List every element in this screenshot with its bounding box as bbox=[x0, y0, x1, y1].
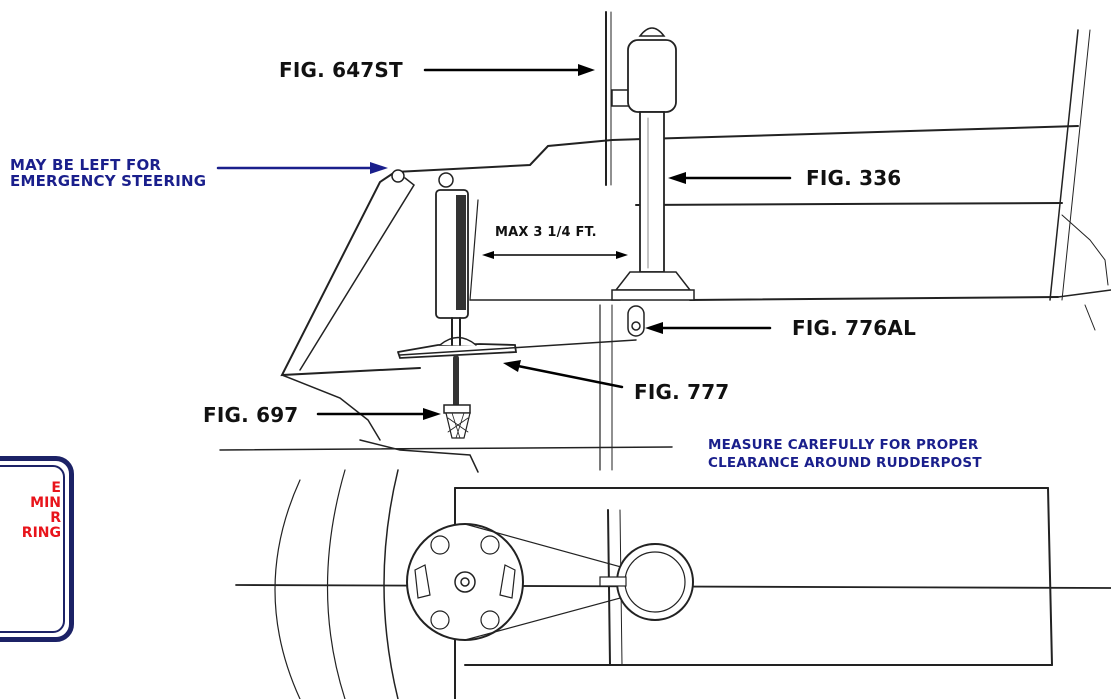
boxed-note-line: RING bbox=[21, 525, 61, 541]
boxed-note-text: E MIN R RING bbox=[1, 481, 61, 541]
fig-777-label: FIG. 777 bbox=[634, 380, 730, 404]
emergency-steering-note: MAY BE LEFT FOR EMERGENCY STEERING bbox=[10, 157, 206, 189]
boxed-note-line: E bbox=[51, 480, 61, 496]
fig-336-part bbox=[611, 27, 695, 301]
max-distance-label: MAX 3 1/4 FT. bbox=[495, 225, 597, 240]
cylinder-part bbox=[435, 172, 469, 408]
fig-647st-label: FIG. 647ST bbox=[279, 58, 403, 82]
boxed-note: E MIN R RING bbox=[0, 456, 74, 642]
fig-336-label: FIG. 336 bbox=[806, 166, 902, 190]
emergency-note-line1: MAY BE LEFT FOR bbox=[10, 156, 162, 174]
measure-note-line1: MEASURE CAREFULLY FOR PROPER bbox=[708, 437, 979, 453]
plan-view bbox=[235, 469, 1111, 699]
emergency-note-line2: EMERGENCY STEERING bbox=[10, 172, 207, 190]
fig-697-label: FIG. 697 bbox=[203, 403, 299, 427]
measure-clearance-note: MEASURE CAREFULLY FOR PROPER CLEARANCE A… bbox=[708, 436, 982, 472]
boxed-note-line: R bbox=[50, 510, 61, 526]
measure-note-line2: CLEARANCE AROUND RUDDERPOST bbox=[708, 455, 982, 471]
hull-side-view bbox=[219, 29, 1111, 473]
fig-776al-part bbox=[627, 305, 645, 337]
fig-697-part bbox=[443, 404, 471, 439]
boxed-note-inner-border bbox=[0, 465, 65, 633]
fig-776al-label: FIG. 776AL bbox=[792, 316, 917, 340]
leader-arrows bbox=[216, 64, 792, 420]
fig-647st-part bbox=[605, 11, 631, 186]
fig-777-part bbox=[397, 336, 637, 359]
boxed-note-line: MIN bbox=[30, 495, 61, 511]
